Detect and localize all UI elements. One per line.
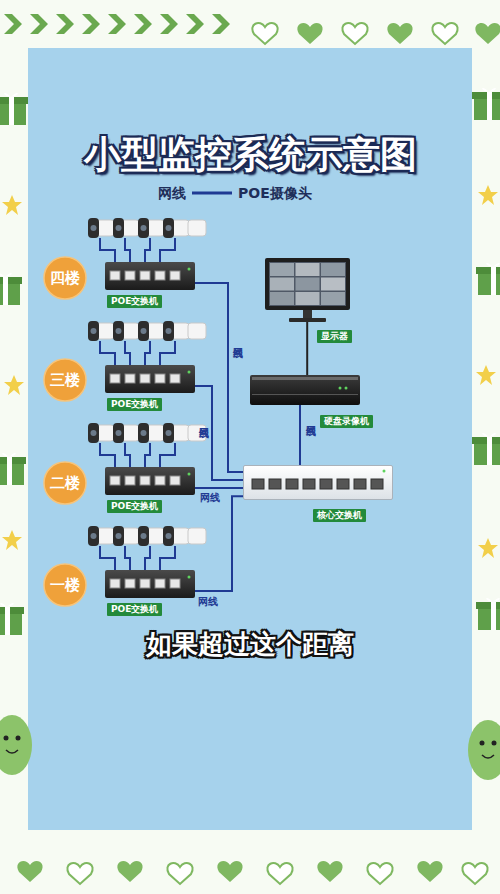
cameras-and-wires bbox=[88, 218, 206, 570]
network-cable bbox=[195, 386, 243, 480]
panel bbox=[28, 48, 472, 830]
device-label: 显示器 bbox=[317, 330, 352, 343]
diagram-caption: 如果超过这个距离 bbox=[0, 627, 500, 662]
poe-switch: POE交换机 bbox=[105, 262, 195, 290]
floor-badge: 四楼 bbox=[43, 256, 87, 300]
network-cable bbox=[195, 283, 243, 472]
floor-badge: 三楼 bbox=[43, 358, 87, 402]
legend-text: 网线 bbox=[128, 185, 186, 201]
monitor-drawing bbox=[265, 258, 350, 322]
top-hearts bbox=[252, 23, 500, 44]
network-cable bbox=[195, 496, 243, 591]
floor-circle-shape bbox=[44, 359, 86, 401]
floor-circle-shape bbox=[44, 462, 86, 504]
floor-label: 二楼 bbox=[43, 461, 87, 505]
floor-label: 三楼 bbox=[43, 358, 87, 402]
bottom-hearts bbox=[17, 861, 487, 884]
cable-label: 网线 bbox=[198, 596, 218, 608]
device-label: 核心交换机 bbox=[313, 509, 366, 522]
poe-switch: POE交换机 bbox=[105, 467, 195, 495]
device-label: 硬盘录像机 bbox=[320, 415, 373, 428]
top-chevrons bbox=[4, 14, 230, 34]
core-switch-ports bbox=[252, 470, 386, 490]
poe-switch: POE交换机 bbox=[105, 570, 195, 598]
switch-ports bbox=[110, 268, 191, 589]
floor-badge: 二楼 bbox=[43, 461, 87, 505]
device-label: POE交换机 bbox=[107, 500, 162, 513]
floor-label: 四楼 bbox=[43, 256, 87, 300]
poe-switch: POE交换机 bbox=[105, 365, 195, 393]
recorder-drawing bbox=[252, 377, 358, 395]
legend-caption: POE摄像头 bbox=[238, 185, 312, 201]
network-cable bbox=[195, 487, 243, 489]
network-cable bbox=[306, 322, 308, 375]
floor-badge: 一楼 bbox=[43, 563, 87, 607]
device-label: POE交换机 bbox=[107, 398, 162, 411]
legend-line bbox=[192, 192, 232, 195]
device-label: POE交换机 bbox=[107, 603, 162, 616]
floor-label: 一楼 bbox=[43, 563, 87, 607]
bean-characters bbox=[0, 715, 500, 780]
floor-circle-shape bbox=[44, 564, 86, 606]
core-switch: 核心交换机 bbox=[243, 465, 393, 500]
diagram-title: 小型监控系统示意图 bbox=[0, 130, 500, 180]
device-label: POE交换机 bbox=[107, 295, 162, 308]
cable-label: 网线 bbox=[200, 492, 220, 504]
side-decorations bbox=[0, 88, 500, 635]
video-recorder: 硬盘录像机 bbox=[250, 375, 360, 405]
floor-circle-shape bbox=[44, 257, 86, 299]
monitor: 显示器 bbox=[265, 258, 350, 322]
network-cable bbox=[299, 405, 301, 465]
